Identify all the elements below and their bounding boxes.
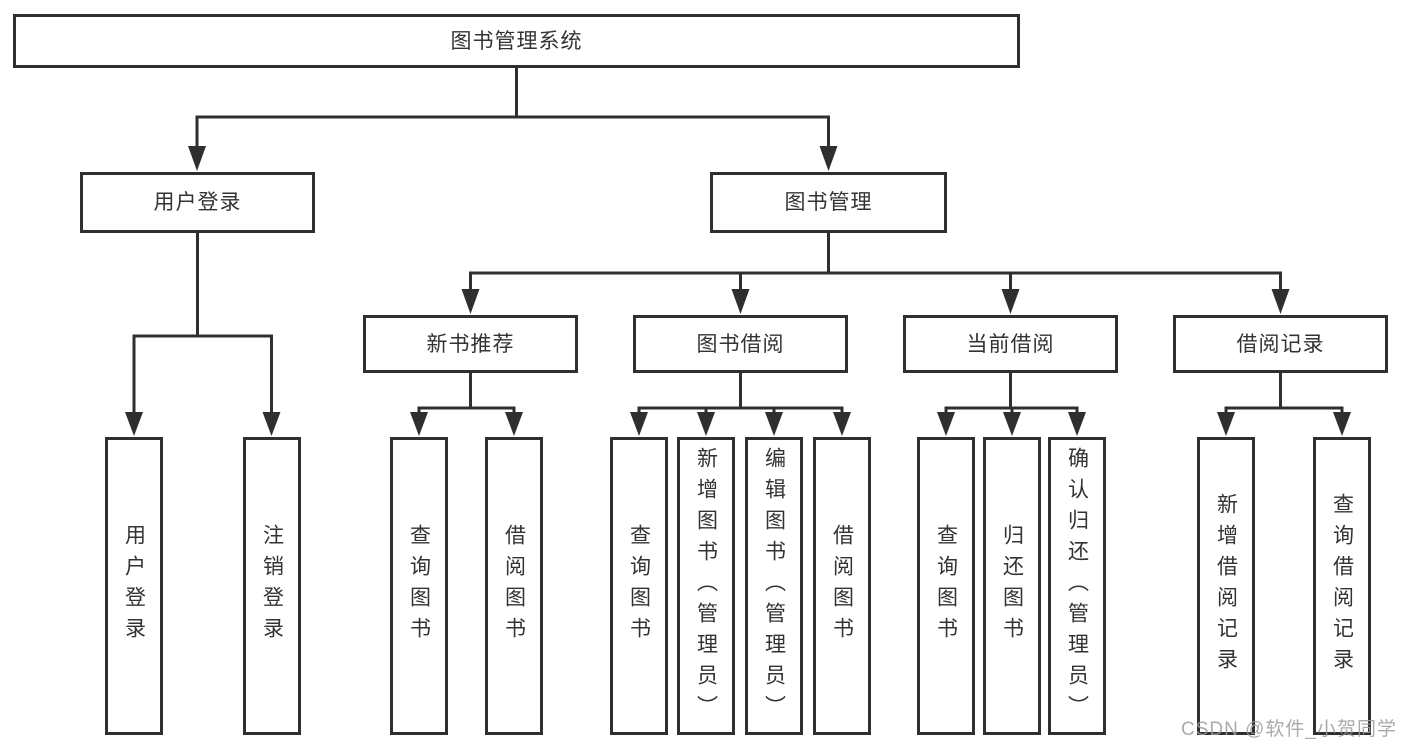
arrowhead-down-icon <box>1001 289 1020 314</box>
node-label: 用户登录 <box>122 524 146 648</box>
node-add-books-admin: 新增图书（管理员） <box>677 437 735 735</box>
node-label: 查询图书 <box>627 524 651 648</box>
node-label: 图书借阅 <box>696 332 785 356</box>
node-return-books: 归还图书 <box>983 437 1041 735</box>
node-label: 注销登录 <box>260 524 284 648</box>
node-new-book-recommend: 新书推荐 <box>363 315 578 373</box>
node-book-borrowing: 图书借阅 <box>633 315 848 373</box>
arrowhead-down-icon <box>1333 412 1351 436</box>
node-label: 当前借阅 <box>966 332 1055 356</box>
arrowhead-down-icon <box>505 412 523 436</box>
arrowhead-down-icon <box>833 412 851 436</box>
node-label: 新增借阅记录 <box>1214 493 1238 679</box>
arrowhead-down-icon <box>819 146 838 171</box>
node-confirm-return-admin: 确认归还（管理员） <box>1048 437 1106 735</box>
node-label: 图书管理系统 <box>450 29 583 53</box>
arrowhead-down-icon <box>697 412 715 436</box>
edge-new-book-recommend-to-leaves <box>410 373 523 436</box>
node-query-books-recommend: 查询图书 <box>390 437 448 735</box>
node-borrow-books-recommend: 借阅图书 <box>485 437 543 735</box>
node-query-books-current: 查询图书 <box>917 437 975 735</box>
node-label: 编辑图书（管理员） <box>762 446 786 726</box>
arrowhead-down-icon <box>1003 412 1021 436</box>
arrowhead-down-icon <box>937 412 955 436</box>
arrowhead-down-icon <box>262 412 281 436</box>
node-borrowing-records: 借阅记录 <box>1173 315 1388 373</box>
node-label: 图书管理 <box>784 191 873 214</box>
node-label: 用户登录 <box>153 191 242 214</box>
node-label: 新增图书（管理员） <box>694 446 718 726</box>
edge-book-management-to-level2 <box>461 233 1290 314</box>
arrowhead-down-icon <box>630 412 648 436</box>
node-edit-books-admin: 编辑图书（管理员） <box>745 437 803 735</box>
node-label: 新书推荐 <box>426 332 515 356</box>
arrowhead-down-icon <box>765 412 783 436</box>
arrowhead-down-icon <box>731 289 750 314</box>
node-add-borrow-record: 新增借阅记录 <box>1197 437 1255 735</box>
node-label: 归还图书 <box>1000 524 1024 648</box>
edge-current-borrowing-to-leaves <box>937 373 1086 436</box>
node-user-login-leaf: 用户登录 <box>105 437 163 735</box>
node-borrow-books-borrowing: 借阅图书 <box>813 437 871 735</box>
edge-root-to-level1 <box>188 68 838 171</box>
arrowhead-down-icon <box>1068 412 1086 436</box>
node-current-borrowing: 当前借阅 <box>903 315 1118 373</box>
arrowhead-down-icon <box>1271 289 1290 314</box>
arrowhead-down-icon <box>125 412 143 436</box>
csdn-watermark: CSDN @软件_小贺同学 <box>1181 719 1397 740</box>
node-label: 确认归还（管理员） <box>1065 446 1089 726</box>
node-label: 查询图书 <box>934 524 958 648</box>
node-label: 查询借阅记录 <box>1330 493 1354 679</box>
edge-user-login-to-leaves <box>125 233 281 436</box>
arrowhead-down-icon <box>1217 412 1235 436</box>
node-library-management-system: 图书管理系统 <box>13 14 1020 68</box>
node-label: 借阅图书 <box>502 524 526 648</box>
node-logout: 注销登录 <box>243 437 301 735</box>
node-label: 查询图书 <box>407 524 431 648</box>
node-label: 借阅图书 <box>830 524 854 648</box>
node-user-login: 用户登录 <box>80 172 315 233</box>
arrowhead-down-icon <box>461 289 480 314</box>
edge-borrowing-records-to-leaves <box>1217 373 1351 436</box>
arrowhead-down-icon <box>188 146 206 171</box>
edge-book-borrowing-to-leaves <box>630 373 851 436</box>
arrowhead-down-icon <box>410 412 428 436</box>
node-query-borrow-record: 查询借阅记录 <box>1313 437 1371 735</box>
node-query-books-borrowing: 查询图书 <box>610 437 668 735</box>
node-label: 借阅记录 <box>1236 332 1325 356</box>
node-book-management: 图书管理 <box>710 172 947 233</box>
